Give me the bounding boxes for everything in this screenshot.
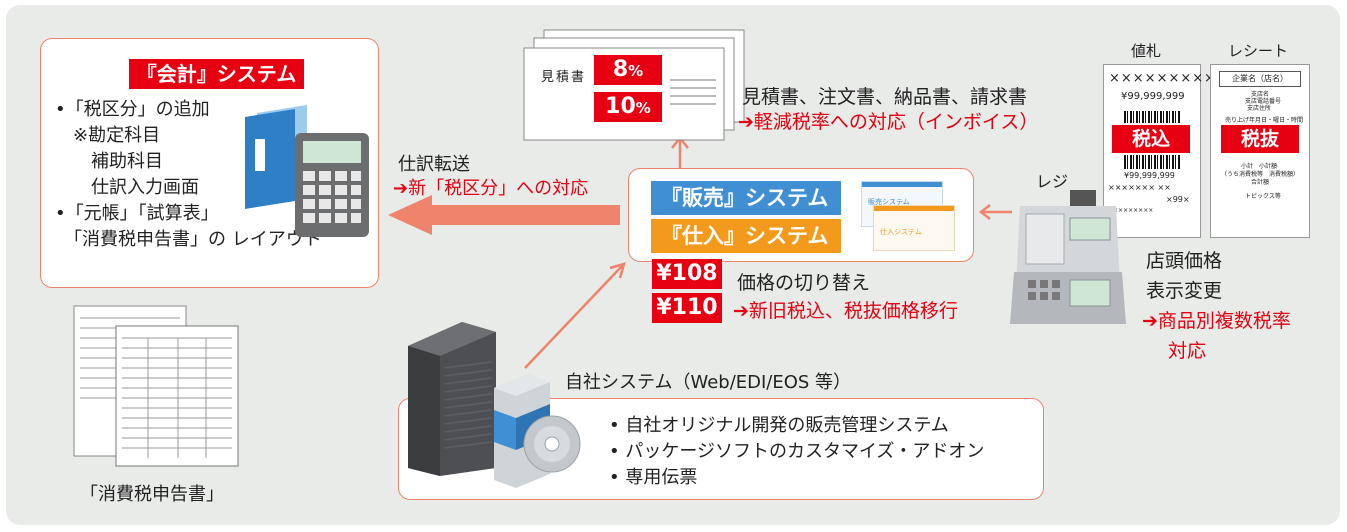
register-sub-1: ➔商品別複数税率 <box>1142 306 1291 333</box>
arrow-icon: ➔ <box>393 178 409 199</box>
rate-10-number: 10 <box>605 94 636 119</box>
price-tag-qty: ×99× <box>1166 195 1190 204</box>
disc-icon <box>523 415 581 473</box>
accounting-line: 仕訳入力画面 <box>55 177 199 198</box>
receipt-sub-line: 小計 小計額 <box>1241 163 1278 170</box>
receipt-date-line: 売り上げ年月日・曜日・時間 <box>1225 117 1304 124</box>
register-sub-1-text: 商品別複数税率 <box>1157 310 1291 332</box>
server-icon <box>408 322 496 476</box>
journal-transfer-arrow <box>388 195 620 235</box>
pricing-sub: ➔新旧税込、税抜価格移行 <box>733 296 958 323</box>
tax-form-illustration <box>73 305 239 467</box>
price-tag-price: ¥99,999,999 <box>1121 91 1185 102</box>
purchase-system-bar: 『仕入』システム <box>651 219 841 253</box>
register-sub-2: 対応 <box>1168 340 1207 362</box>
register-title-2: 表示変更 <box>1146 280 1223 302</box>
receipt-line: 支店住所 <box>1247 105 1272 112</box>
rate-8-badge: 8% <box>594 55 662 85</box>
tax-excluded-label: 税抜 <box>1221 125 1299 153</box>
documents-title: 見積書、注文書、納品書、請求書 <box>742 86 1028 108</box>
accounting-line: ※勘定科目 <box>55 125 161 146</box>
receipt-company: 企業名（店名） <box>1219 71 1301 87</box>
documents-sub-text: 軽減税率への対応（インボイス） <box>753 111 1039 133</box>
accounting-line: 補助科目 <box>55 151 163 172</box>
documents-sub: ➔軽減税率への対応（インボイス） <box>738 107 1038 134</box>
journal-transfer-sub: ➔新「税区分」への対応 <box>393 174 588 200</box>
journal-transfer-title: 仕訳転送 <box>398 154 470 175</box>
pricing-title: 価格の切り替え <box>737 272 871 294</box>
receipt-line: 支店名 <box>1251 91 1270 98</box>
price-tag-header: 値札 <box>1131 42 1162 60</box>
tax-included-label: 税込 <box>1112 125 1190 153</box>
receipt-header: レシート <box>1228 42 1289 60</box>
barcode <box>1124 111 1180 123</box>
register-label: レジ <box>1036 172 1069 191</box>
price-108-badge: ¥108 <box>652 259 722 289</box>
tax-form-caption: 「消費税申告書」 <box>80 484 224 505</box>
percent-sign: % <box>635 99 651 117</box>
receipt-sub-line: （うち消費税等 消費税額） <box>1221 171 1300 178</box>
accounting-title: 『会計』システム <box>129 59 304 89</box>
price-tag-code: ××××××××× <box>1109 71 1217 86</box>
journal-transfer-sub-text: 新「税区分」への対応 <box>408 178 589 199</box>
arrow-icon: ➔ <box>1142 310 1158 332</box>
binder-icon <box>245 105 307 209</box>
calculator-icon <box>295 133 369 237</box>
accounting-line: •「元帳」「試算表」 <box>55 203 219 224</box>
register-title-1: 店頭価格 <box>1146 250 1223 272</box>
price-tag-code-tiny: ××××××××× <box>1108 207 1154 214</box>
cash-register-icon <box>1010 190 1126 324</box>
in-house-item: • パッケージソフトのカスタマイズ・アドオン <box>609 441 985 462</box>
price-tag-price-small: ¥99,999,999 <box>1124 171 1175 180</box>
receipt-line: 支店電話番号 <box>1245 98 1282 105</box>
arrow-icon: ➔ <box>733 300 749 322</box>
in-house-item: • 専用伝票 <box>609 467 698 488</box>
pricing-sub-text: 新旧税込、税抜価格移行 <box>748 300 958 322</box>
sales-purchase-system-box: 『販売』システム 『仕入』システム 販売システム 仕入システム <box>628 168 974 262</box>
receipt: 企業名（店名） 支店名 支店電話番号 支店住所 売り上げ年月日・曜日・時間 税抜… <box>1210 64 1310 238</box>
document-form-label: 見積書 <box>541 70 587 85</box>
purchase-screen-label: 仕入システム <box>880 228 922 236</box>
percent-sign: % <box>628 62 644 80</box>
accounting-line: •「税区分」の追加 <box>55 99 210 120</box>
in-house-arrow <box>524 265 623 369</box>
receipt-sub-line: 合計額 <box>1251 179 1270 186</box>
rate-10-badge: 10% <box>594 92 662 122</box>
in-house-title: 自社システム（Web/EDI/EOS 等） <box>565 372 852 393</box>
arrow-icon: ➔ <box>738 111 754 133</box>
accounting-line: 「消費税申告書」の レイアウト <box>55 229 322 250</box>
price-tag: ××××××××× ¥99,999,999 税込 ¥99,999,999 ×××… <box>1103 64 1215 238</box>
purchase-screen-thumbnail: 仕入システム <box>873 205 955 251</box>
barcode <box>1124 155 1180 169</box>
in-house-item: • 自社オリジナル開発の販売管理システム <box>609 415 949 436</box>
sales-screen-label: 販売システム <box>868 198 910 206</box>
receipt-footer: トピックス等 <box>1245 193 1281 200</box>
accounting-system-box: 『会計』システム •「税区分」の追加 ※勘定科目 補助科目 仕訳入力画面 •「元… <box>40 38 379 288</box>
accounting-requirements: •「税区分」の追加 ※勘定科目 補助科目 仕訳入力画面 •「元帳」「試算表」 「… <box>55 97 322 253</box>
price-110-badge: ¥110 <box>652 293 722 323</box>
price-tag-code-small: ××××××× ×× <box>1108 183 1171 192</box>
rate-8-number: 8 <box>612 57 629 82</box>
sales-system-bar: 『販売』システム <box>651 181 841 215</box>
